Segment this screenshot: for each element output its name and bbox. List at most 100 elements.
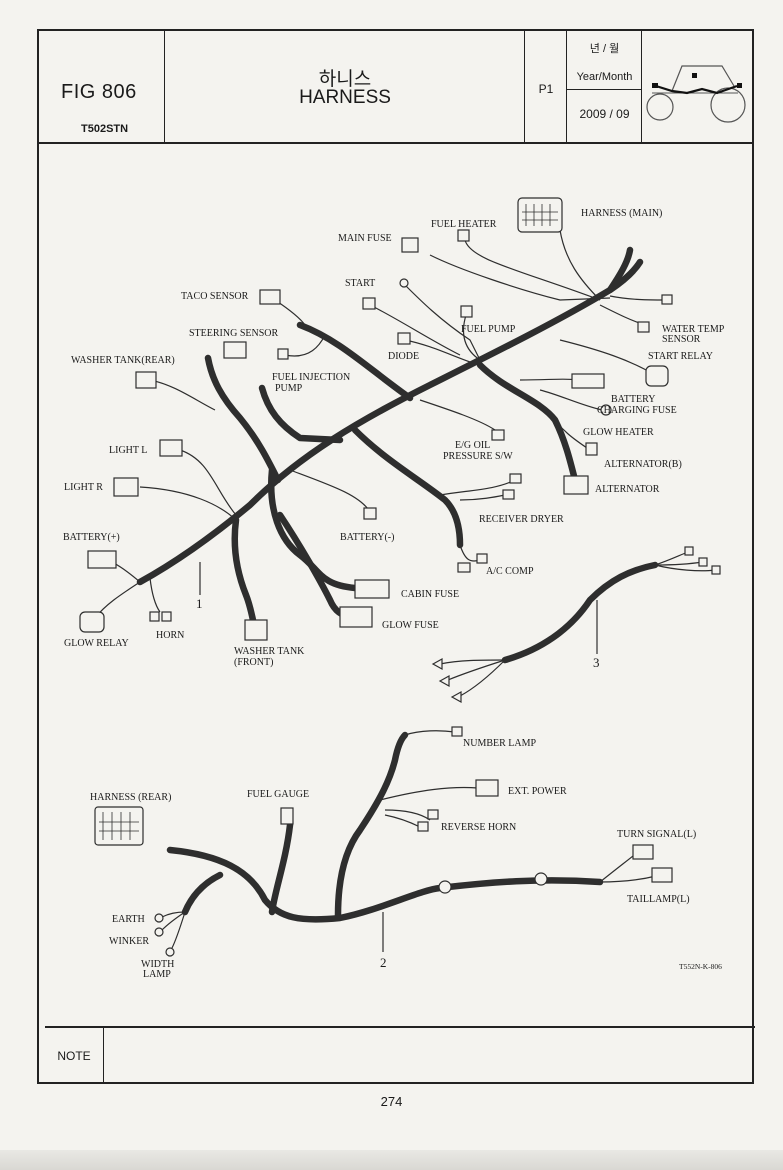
connector-start-2 — [399, 278, 409, 288]
label-number-lamp: NUMBER LAMP — [463, 738, 537, 749]
wire-earth — [161, 911, 186, 918]
harness-3-branch-c — [654, 564, 716, 572]
harness-3-end-c — [459, 659, 506, 697]
wire-start — [404, 284, 481, 361]
connector-reverse-horn — [427, 809, 439, 820]
connector-start-relay — [645, 365, 669, 387]
wire-turn-signal — [599, 851, 639, 883]
label-fuel-injection: FUEL INJECTION — [272, 372, 350, 383]
label-fuel-pump: FUEL PUMP — [461, 324, 516, 335]
harness-2-branch-gauge — [268, 821, 294, 916]
connector-alternator — [563, 475, 589, 495]
connector-glow-heater — [600, 404, 612, 416]
callout-3: 3 — [593, 655, 600, 670]
label-cabin-fuse: CABIN FUSE — [401, 589, 459, 600]
label-light-r: LIGHT R — [64, 482, 103, 493]
label-fuel-heater: FUEL HEATER — [431, 219, 497, 230]
note-box: NOTE — [45, 1026, 755, 1084]
wire-reverse-horn — [384, 809, 431, 821]
label-fuel-injection-pump: PUMP — [275, 383, 303, 394]
connector-earth — [154, 913, 164, 923]
title-english: HARNESS — [299, 87, 391, 108]
label-receiver-dryer: RECEIVER DRYER — [479, 514, 564, 525]
wire-taillamp — [599, 875, 657, 883]
connector-width — [165, 947, 175, 957]
label-earth: EARTH — [112, 914, 145, 925]
label-glow-relay: GLOW RELAY — [64, 638, 129, 649]
connector-battery-minus — [363, 507, 377, 520]
harness-2-trunk — [166, 846, 604, 923]
year-month-cell: 년 / 월 Year/Month 2009 / 09 — [567, 31, 642, 142]
terminal-3b — [438, 674, 450, 688]
connector-rear-grid — [99, 812, 139, 840]
wire-eg-oil — [419, 399, 496, 431]
label-battery-plus: BATTERY(+) — [63, 532, 120, 543]
harness-2-branch-left — [181, 871, 224, 916]
page-cell: P1 — [525, 31, 567, 142]
wire-receiver — [439, 479, 516, 496]
connector-receiver — [509, 473, 522, 484]
connector-start — [362, 297, 376, 310]
harness-2-branch-up — [334, 731, 409, 919]
callout-2: 2 — [380, 955, 387, 970]
label-eg-oil: E/G OIL — [455, 440, 490, 451]
harness-1-branch-steering — [296, 321, 414, 402]
harness-1-branch-alternator — [476, 361, 579, 484]
harness-3-trunk — [501, 561, 659, 664]
label-main-fuse: MAIN FUSE — [338, 233, 392, 244]
harness-1-branch-glow-fuse — [276, 511, 354, 621]
label-drawing-code: T552N-K-806 — [679, 962, 722, 971]
connector-diode — [397, 332, 411, 345]
connector-taco — [259, 289, 281, 305]
label-fuel-gauge: FUEL GAUGE — [247, 789, 309, 800]
label-alternator-b: ALTERNATOR(B) — [604, 459, 682, 470]
harness-1-branch-cabin-fuse — [268, 466, 359, 592]
connector-washer-front — [244, 619, 268, 641]
connector-steering — [223, 341, 247, 359]
connector-ext-power — [475, 779, 499, 797]
connector-taillamp — [651, 867, 673, 883]
wire-horn — [149, 577, 161, 613]
terminal-3a — [431, 657, 443, 671]
tractor-thumbnail-icon — [646, 65, 746, 123]
connector-3a — [684, 546, 694, 556]
label-ext-power: EXT. POWER — [508, 786, 567, 797]
label-width: WIDTH — [141, 959, 174, 970]
connector-3b — [698, 557, 708, 567]
wire-ext1 — [609, 295, 666, 301]
connector-light-r — [113, 477, 139, 497]
label-ac-comp: A/C COMP — [486, 566, 534, 577]
label-battery-charging-fuse: CHARGING FUSE — [597, 405, 677, 416]
label-start-relay: START RELAY — [648, 351, 713, 362]
label-battery-minus: BATTERY(-) — [340, 532, 394, 543]
connector-alternator-b — [585, 442, 598, 456]
figure-number: FIG 806 — [61, 81, 137, 103]
year-month-label: Year/Month — [576, 71, 633, 83]
drawing-frame: FIG 806 T502STN 하니스 HARNESS P1 년 / 월 Yea… — [37, 29, 754, 1084]
connector-harness-main — [517, 197, 563, 233]
wire-start-2 — [369, 304, 461, 356]
harness-3-branch-a — [654, 551, 689, 566]
harness-1-branch-washer-front — [231, 516, 258, 629]
harness-3-end-b — [447, 659, 506, 681]
connector-receiver-2 — [502, 489, 515, 500]
connector-turn-signal — [632, 844, 654, 860]
connector-eg-oil — [491, 429, 505, 441]
connector-fuel-heater — [457, 229, 470, 242]
connector-horn — [149, 611, 160, 622]
label-taillamp: TAILLAMP(L) — [627, 894, 690, 905]
label-eg-oil-pressure: PRESSURE S/W — [443, 451, 513, 462]
wire-harness-main — [559, 229, 601, 301]
connector-ac — [457, 562, 471, 573]
connector-cabin-fuse — [354, 579, 390, 599]
model-code: T502STN — [81, 123, 129, 135]
harness-1-branch-ac — [351, 426, 464, 549]
grommet-2 — [534, 872, 548, 886]
connector-reverse-horn-2 — [417, 821, 429, 832]
connector-fuel-gauge — [280, 807, 294, 825]
label-start: START — [345, 278, 375, 289]
connector-water-temp — [637, 321, 650, 333]
label-washer-tank-front-2: (FRONT) — [234, 657, 273, 668]
title-block: FIG 806 T502STN 하니스 HARNESS P1 년 / 월 Yea… — [39, 31, 752, 144]
